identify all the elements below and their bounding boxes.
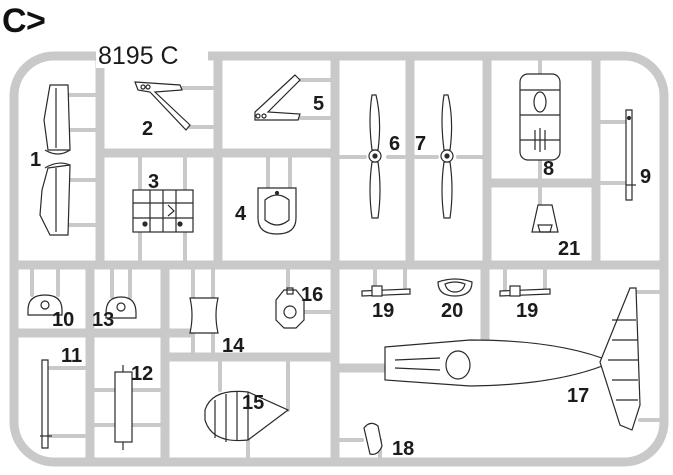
label-4: 4 bbox=[235, 203, 247, 225]
label-11: 11 bbox=[61, 345, 82, 367]
part-7-propeller bbox=[440, 94, 454, 219]
part-20-ring bbox=[437, 278, 473, 297]
label-3: 3 bbox=[148, 171, 159, 193]
part-4-seat bbox=[257, 187, 297, 235]
part-9-strut bbox=[625, 109, 636, 201]
part-19-gun-left bbox=[361, 285, 411, 297]
label-13: 13 bbox=[92, 309, 114, 331]
label-19-right: 19 bbox=[516, 300, 538, 322]
label-2: 2 bbox=[142, 118, 153, 140]
label-20: 20 bbox=[441, 300, 463, 322]
label-8: 8 bbox=[543, 158, 554, 180]
kit-code-header: 8195 C bbox=[96, 40, 208, 70]
part-5-bracket bbox=[254, 74, 301, 121]
part-12-strut bbox=[114, 365, 133, 450]
part-6-propeller bbox=[368, 94, 382, 219]
label-1: 1 bbox=[30, 149, 41, 171]
sprue-letter: C bbox=[2, 2, 27, 40]
sprue-arrow: > bbox=[26, 2, 46, 40]
kit-code: 8195 C bbox=[98, 42, 179, 70]
sprue-identifier: C > bbox=[2, 2, 46, 40]
part-11-strut bbox=[40, 359, 52, 449]
label-19-left: 19 bbox=[372, 300, 394, 322]
part-15-tailplane bbox=[204, 390, 290, 442]
label-18: 18 bbox=[392, 438, 414, 460]
label-10: 10 bbox=[52, 309, 74, 331]
part-14-panel bbox=[189, 297, 219, 334]
label-12: 12 bbox=[131, 363, 153, 385]
part-labels: 1 2 3 4 5 6 7 8 9 10 11 12 13 14 15 16 1… bbox=[30, 93, 651, 460]
part-8-engine-cowl bbox=[519, 73, 561, 161]
part-16-hatch bbox=[275, 287, 305, 329]
part-21-cowl bbox=[531, 204, 559, 233]
part-10-fairing bbox=[27, 294, 63, 316]
label-5: 5 bbox=[313, 93, 324, 115]
part-2-bracket bbox=[134, 81, 191, 131]
label-14: 14 bbox=[222, 335, 245, 357]
label-7: 7 bbox=[415, 133, 426, 155]
label-21: 21 bbox=[558, 238, 580, 260]
gates bbox=[30, 54, 666, 464]
part-19-gun-right bbox=[499, 285, 551, 297]
part-13-fairing bbox=[105, 296, 137, 319]
label-16: 16 bbox=[301, 284, 323, 306]
label-6: 6 bbox=[389, 133, 400, 155]
label-9: 9 bbox=[640, 166, 651, 188]
label-17: 17 bbox=[567, 385, 589, 407]
part-17-fuselage bbox=[384, 287, 641, 431]
part-1-strut bbox=[39, 84, 71, 236]
part-3-panel bbox=[132, 189, 194, 233]
label-15: 15 bbox=[242, 392, 264, 414]
part-18-ring bbox=[363, 422, 383, 455]
